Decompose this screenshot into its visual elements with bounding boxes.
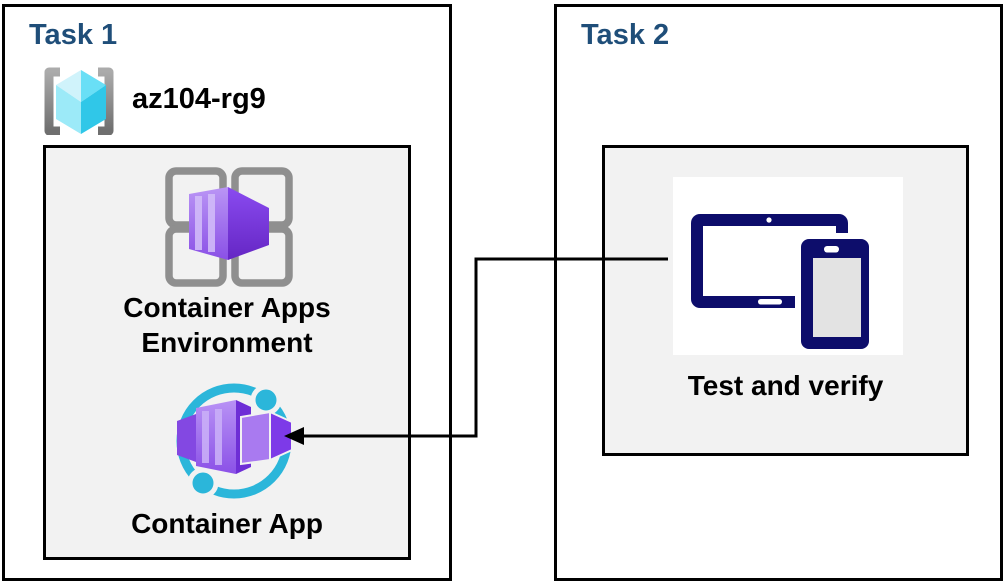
task1-box: Task 1 az104-rg9 [2, 4, 452, 581]
resource-group-name: az104-rg9 [132, 82, 266, 115]
container-app-label: Container App [131, 508, 323, 539]
devices-icon [691, 214, 875, 355]
container-app-icon [176, 383, 293, 499]
test-and-verify-label: Test and verify [687, 370, 884, 401]
task1-panel: Container Apps Environment [43, 145, 411, 560]
container-apps-environment-icon [165, 167, 293, 287]
resource-group-icon [44, 67, 114, 135]
task2-title: Task 2 [581, 19, 670, 51]
devices-icon-background [673, 177, 903, 355]
task1-title: Task 1 [29, 19, 118, 51]
task2-box: Task 2 Test and verify [554, 4, 1003, 581]
container-apps-environment-label: Container Apps Environment [123, 292, 331, 358]
task2-panel: Test and verify [602, 145, 969, 456]
